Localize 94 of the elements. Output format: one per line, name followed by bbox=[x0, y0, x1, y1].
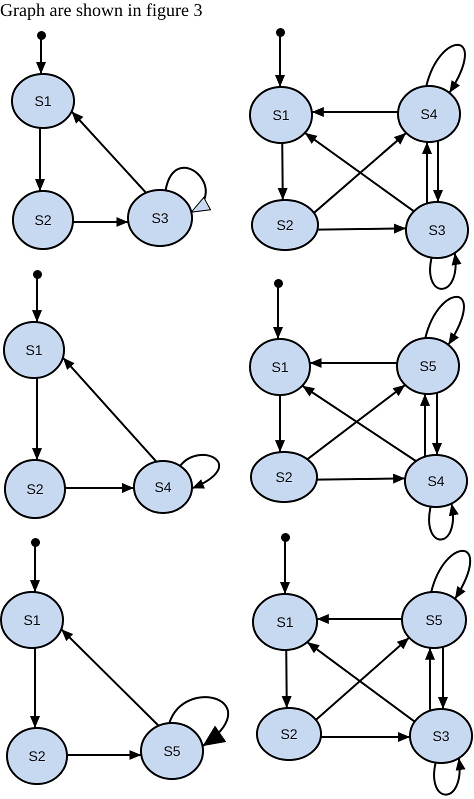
state-label: S2 bbox=[28, 748, 46, 764]
state-ellipse bbox=[249, 86, 313, 144]
state-label: S2 bbox=[276, 217, 294, 233]
state-ellipse bbox=[140, 722, 204, 780]
state-label: S2 bbox=[34, 212, 52, 228]
transition-arrow bbox=[425, 648, 435, 711]
transition-arrow bbox=[302, 384, 417, 462]
transition-arrow bbox=[320, 732, 410, 742]
state-ellipse bbox=[3, 321, 65, 379]
transition-arrow bbox=[36, 40, 46, 74]
state-label: S5 bbox=[163, 743, 181, 759]
initial-state-dot bbox=[280, 532, 290, 542]
transition-arrow bbox=[72, 217, 128, 227]
transition-arrow bbox=[66, 750, 142, 760]
transition-arrow bbox=[35, 128, 45, 192]
state-ellipse bbox=[252, 593, 318, 651]
transition-arrow bbox=[317, 224, 406, 234]
self-loop-arrow bbox=[428, 503, 458, 540]
state-label: S1 bbox=[276, 614, 294, 630]
transition-arrow bbox=[64, 483, 134, 493]
state-label: S1 bbox=[23, 612, 41, 628]
state-ellipse bbox=[6, 727, 68, 785]
state-ellipse bbox=[250, 451, 318, 503]
transition-arrow bbox=[62, 356, 158, 462]
state-label: S4 bbox=[427, 473, 445, 489]
state-label: S2 bbox=[26, 481, 44, 497]
state-label: S3 bbox=[151, 210, 169, 226]
state-ellipse bbox=[0, 591, 64, 649]
state-ellipse bbox=[404, 454, 468, 508]
state-label: S1 bbox=[25, 342, 43, 358]
state-ellipse bbox=[127, 189, 193, 247]
state-ellipse bbox=[397, 85, 461, 143]
state-label: S4 bbox=[420, 106, 438, 122]
transition-arrow bbox=[310, 358, 398, 368]
self-loop-arrow bbox=[168, 696, 229, 747]
transition-arrow bbox=[275, 395, 285, 452]
state-label: S3 bbox=[428, 222, 446, 238]
initial-state-dot bbox=[32, 268, 42, 280]
transition-arrow bbox=[306, 641, 416, 723]
self-loop-arrow bbox=[433, 758, 465, 796]
state-ellipse bbox=[405, 201, 469, 259]
transition-arrow bbox=[30, 648, 40, 728]
transition-arrow bbox=[438, 646, 448, 710]
transition-arrow bbox=[30, 546, 40, 592]
state-label: S4 bbox=[154, 479, 172, 495]
transition-arrow bbox=[60, 628, 160, 726]
transition-arrow bbox=[313, 132, 407, 214]
state-ellipse bbox=[249, 338, 311, 396]
state-ellipse bbox=[11, 73, 75, 129]
transition-arrow bbox=[275, 36, 285, 88]
self-loop-arrow bbox=[430, 550, 472, 600]
initial-state-dot bbox=[274, 26, 286, 38]
body-text: Graph are shown in figure 3 bbox=[0, 0, 202, 20]
state-ellipse bbox=[256, 707, 322, 761]
transition-arrow bbox=[278, 142, 288, 200]
transition-arrow bbox=[306, 384, 406, 460]
initial-state-dot bbox=[30, 536, 40, 548]
transition-arrow bbox=[316, 474, 406, 484]
state-ellipse bbox=[401, 591, 467, 649]
transition-arrow bbox=[315, 636, 410, 721]
state-label: S2 bbox=[275, 469, 293, 485]
state-label: S1 bbox=[271, 359, 289, 375]
transition-arrow bbox=[304, 132, 415, 212]
state-ellipse bbox=[396, 337, 460, 395]
transition-arrow bbox=[32, 378, 42, 460]
transition-arrow bbox=[280, 542, 290, 594]
state-ellipse bbox=[133, 460, 193, 514]
transition-arrow bbox=[420, 394, 430, 457]
state-ellipse bbox=[251, 199, 319, 251]
state-ellipse bbox=[409, 708, 473, 764]
state-ellipse bbox=[12, 190, 74, 250]
initial-state-dot bbox=[36, 30, 46, 40]
state-label: S5 bbox=[425, 612, 443, 628]
transition-arrow bbox=[273, 288, 283, 340]
state-label: S3 bbox=[432, 728, 450, 744]
transition-arrow bbox=[433, 140, 443, 202]
self-loop-arrow bbox=[429, 252, 461, 290]
transition-arrow bbox=[32, 278, 42, 322]
transition-arrow bbox=[312, 107, 398, 117]
transition-arrow bbox=[70, 110, 147, 194]
state-label: S2 bbox=[280, 726, 298, 742]
self-loop-arrow bbox=[425, 44, 466, 94]
transition-arrow bbox=[316, 614, 402, 624]
state-label: S5 bbox=[419, 358, 437, 374]
transition-arrow bbox=[282, 650, 292, 708]
initial-state-dot bbox=[272, 278, 284, 288]
state-ellipse bbox=[4, 459, 66, 519]
self-loop-arrow bbox=[179, 454, 220, 490]
state-label: S1 bbox=[272, 107, 290, 123]
transition-arrow bbox=[432, 392, 442, 456]
self-loop-arrow bbox=[424, 296, 465, 346]
self-loop-arrow bbox=[164, 166, 210, 213]
state-label: S1 bbox=[34, 93, 52, 109]
transition-arrow bbox=[422, 142, 432, 204]
